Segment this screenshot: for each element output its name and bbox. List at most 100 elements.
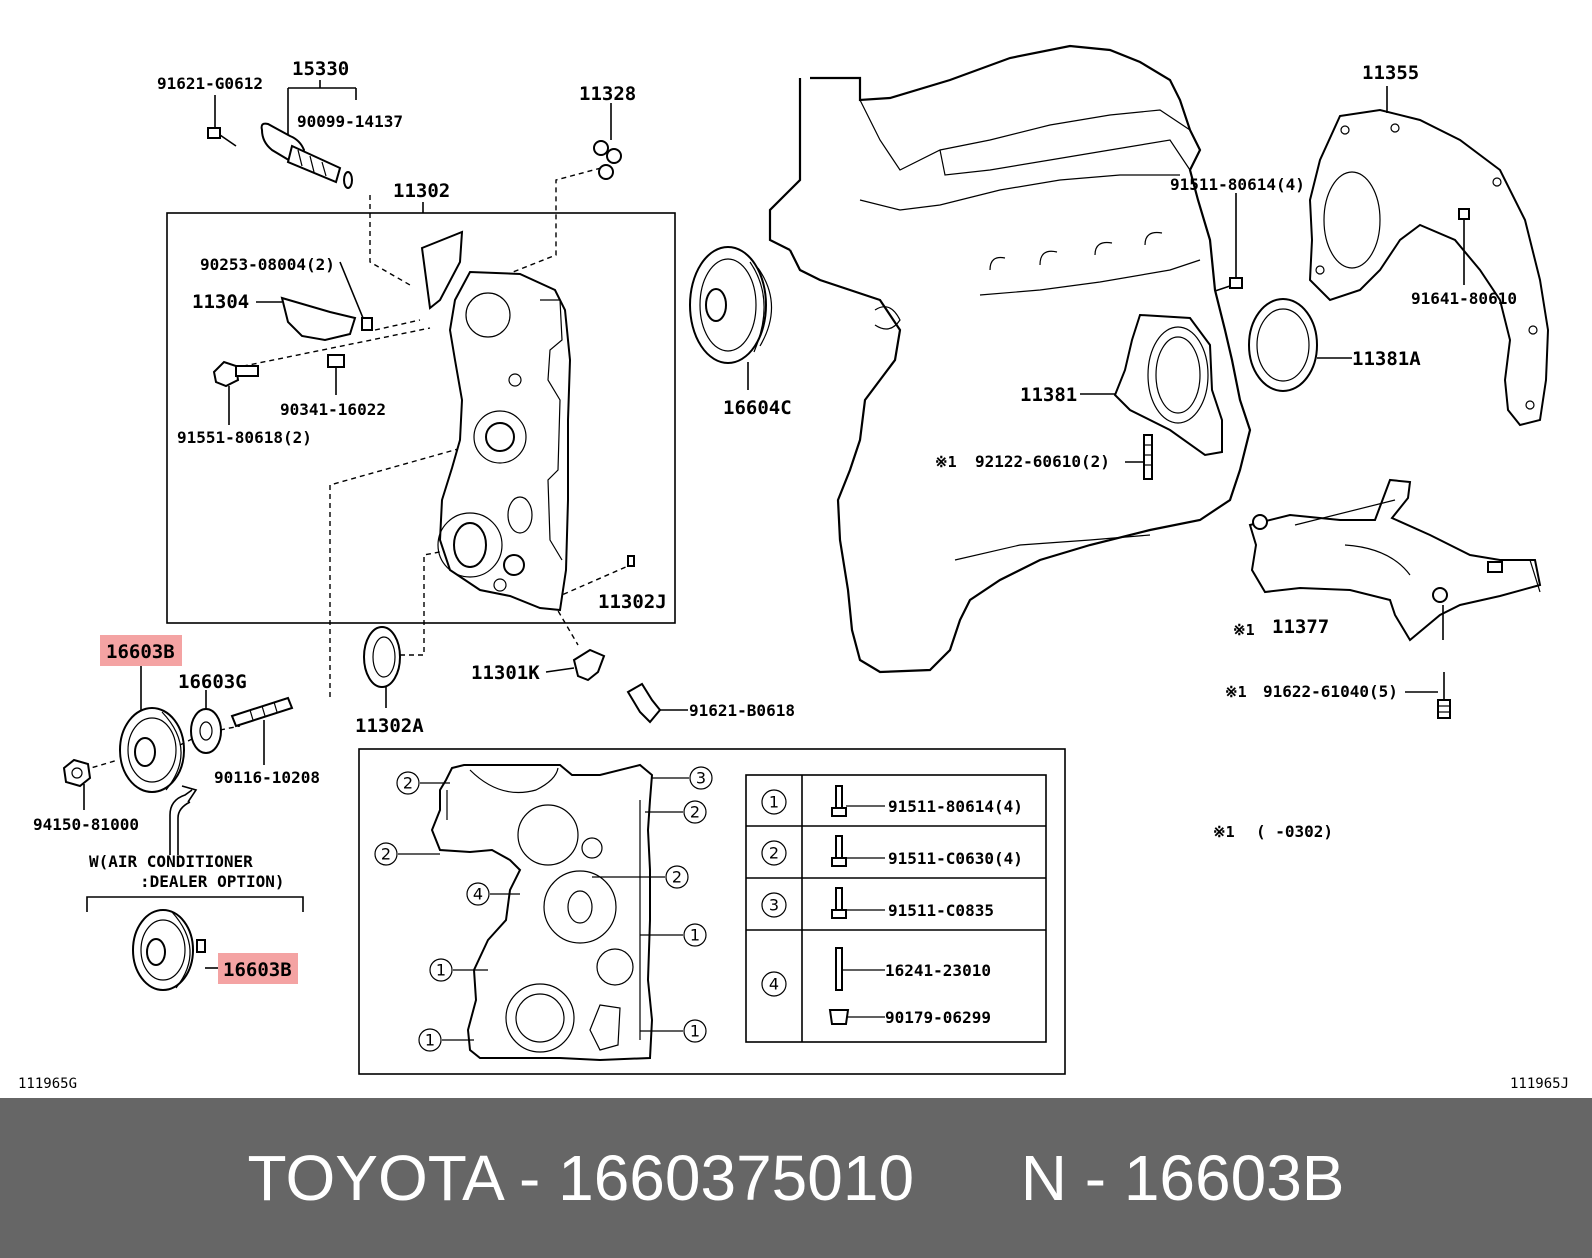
bolt-table-index: 2 — [769, 844, 779, 863]
part-number: 1660375010 — [558, 1142, 915, 1214]
label-11377: 11377 — [1272, 616, 1329, 638]
aircon-arrow — [169, 789, 193, 855]
pin-11301k — [545, 648, 606, 682]
label-91621-g0612: 91621-G0612 — [157, 74, 263, 93]
label-91641-80610: 91641-80610 — [1411, 289, 1517, 308]
callout-number: 1 — [690, 1022, 700, 1041]
footer-separator: - — [1066, 1142, 1124, 1214]
spacer-16603g — [190, 690, 222, 754]
bolt-91641-80610 — [1458, 208, 1470, 285]
aircon-line-1: W(AIR CONDITIONER — [89, 852, 253, 871]
bolt-table-row: 1 91511-80614(4) — [761, 785, 1023, 817]
ref-code-right: 111965J — [1510, 1076, 1569, 1092]
oil-seal-retainer-11381 — [1080, 313, 1223, 457]
bolt-91621-g0612 — [207, 95, 237, 147]
label-11302j: 11302J — [598, 591, 667, 613]
callout-number: 2 — [381, 845, 391, 864]
note-mark-92122: ※1 — [935, 453, 957, 471]
ref-code: 16603B — [1123, 1142, 1345, 1214]
timing-cover-box — [166, 212, 676, 624]
bolt-91621-b0618 — [626, 682, 688, 724]
label-90116-10208: 90116-10208 — [214, 768, 320, 787]
bolt-table-index: 4 — [769, 975, 779, 994]
callout-number: 2 — [672, 868, 682, 887]
bolt-91622-61040 — [1405, 672, 1451, 719]
bolt-table-part: 91511-C0835 — [888, 901, 994, 920]
label-11355: 11355 — [1362, 62, 1419, 84]
label-11381a: 11381A — [1352, 348, 1421, 370]
bolt-location-box — [358, 748, 1066, 1075]
stiffening-plate-11377 — [1248, 478, 1542, 642]
bolt-table-row: 3 91511-C0835 — [761, 887, 994, 920]
plug-90341-16022 — [327, 354, 345, 395]
oil-seal-11381a — [1248, 298, 1352, 392]
idler-pulley-16603b — [119, 707, 185, 793]
callout-number: 4 — [473, 885, 483, 904]
engine-block-illustration — [768, 44, 1252, 674]
note-mark-11377: ※1 — [1233, 621, 1255, 639]
timing-chain-cover-11302 — [420, 230, 572, 612]
bolt-table: 1 91511-80614(4) 2 91511-C0630(4) 3 9151… — [745, 774, 1047, 1043]
bolt-table-row: 2 91511-C0630(4) — [761, 835, 1023, 868]
aircon-bracket — [86, 896, 304, 912]
callout-number: 3 — [696, 769, 706, 788]
highlight-16603b-bottom — [218, 953, 298, 984]
label-16603b-top: 16603B — [106, 641, 175, 663]
callout-number: 2 — [403, 774, 413, 793]
label-16603b-bottom: 16603B — [223, 959, 292, 981]
label-11381: 11381 — [1020, 384, 1077, 406]
idler-pulley-16603b-option — [132, 909, 220, 991]
note-mark: ※1 — [1213, 823, 1235, 841]
bolt-table-part: 91511-C0630(4) — [888, 849, 1023, 868]
bolt-91551-80618 — [212, 360, 259, 425]
crankshaft-pulley-16604c — [689, 246, 773, 390]
end-plate-11355 — [1308, 86, 1550, 427]
bolt-table-part: 16241-23010 — [885, 961, 991, 980]
parts-diagram: 91621-G0612 15330 90099-14137 11328 1130… — [18, 44, 1569, 1092]
callouts: 2 3 2 2 2 4 1 1 1 1 — [374, 766, 713, 1052]
cover-plate-11304 — [256, 261, 373, 342]
ref-code-left: 111965G — [18, 1076, 77, 1092]
label-11302a: 11302A — [355, 715, 424, 737]
oil-seal-11302a — [363, 626, 401, 708]
footer-separator: - — [501, 1142, 559, 1214]
label-11302: 11302 — [393, 180, 450, 202]
bolt-table-part: 90179-06299 — [885, 1008, 991, 1027]
aircon-line-2: :DEALER OPTION) — [140, 872, 285, 891]
bolt-90116-10208 — [230, 696, 294, 765]
bolt-91511-80614-top — [1214, 193, 1243, 292]
callout-number: 1 — [425, 1031, 435, 1050]
oil-control-valve-15330 — [260, 80, 357, 189]
nut-94150-81000 — [62, 758, 92, 810]
note-text: ( -0302) — [1256, 822, 1333, 841]
gasket-11328 — [593, 103, 622, 180]
footer-text: TOYOTA - 1660375010 N - 16603B — [0, 1098, 1592, 1258]
callout-number: 1 — [690, 926, 700, 945]
callout-number: 1 — [436, 961, 446, 980]
bolt-table-index: 1 — [769, 793, 779, 812]
callout-number: 2 — [690, 803, 700, 822]
label-91511-80614-top: 91511-80614(4) — [1170, 175, 1305, 194]
stud-92122-60610 — [1125, 434, 1153, 480]
label-15330: 15330 — [292, 58, 349, 80]
label-16603g: 16603G — [178, 671, 247, 693]
bolt-table-index: 3 — [769, 896, 779, 915]
label-91621-b0618: 91621-B0618 — [689, 701, 795, 720]
label-91622-61040: 91622-61040(5) — [1263, 682, 1398, 701]
bolt-table-row: 4 16241-23010 90179-06299 — [761, 947, 991, 1027]
label-92122-60610: 92122-60610(2) — [975, 452, 1110, 471]
timing-cover-front-view — [430, 763, 654, 1062]
label-90253-08004: 90253-08004(2) — [200, 255, 335, 274]
label-90341-16022: 90341-16022 — [280, 400, 386, 419]
label-11328: 11328 — [579, 83, 636, 105]
brand-name: TOYOTA — [247, 1142, 502, 1214]
label-91551-80618: 91551-80618(2) — [177, 428, 312, 447]
bolt-table-part: 91511-80614(4) — [888, 797, 1023, 816]
label-11301k: 11301K — [471, 662, 540, 684]
ref-prefix: N — [1020, 1142, 1067, 1214]
note-mark-91622: ※1 — [1225, 683, 1247, 701]
highlight-16603b-top — [100, 635, 182, 666]
label-11304: 11304 — [192, 291, 249, 313]
label-16604c: 16604C — [723, 397, 792, 419]
footer-banner: TOYOTA - 1660375010 N - 16603B — [0, 1098, 1592, 1258]
